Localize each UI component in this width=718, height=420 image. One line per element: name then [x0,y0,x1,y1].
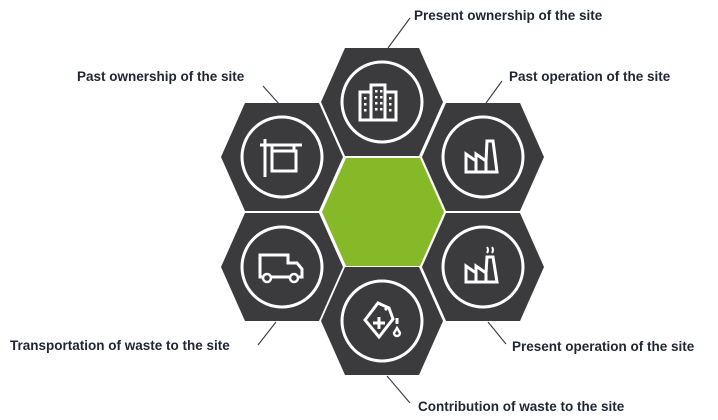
hex-present-ownership[interactable] [321,48,443,156]
label-past-ownership: Past ownership of the site [77,69,245,84]
icon-ring [441,115,525,199]
factory-smoke-icon [464,246,499,284]
hex-present-operation[interactable] [422,213,544,321]
leader-contribution-waste [386,375,411,404]
hex-transportation-waste[interactable] [221,213,343,321]
label-transportation-waste: Transportation of waste to the site [10,338,230,353]
chemical-container-icon [363,301,402,340]
hexagon-shape [422,213,544,321]
icon-ring [340,279,424,363]
factory-icon [464,139,499,174]
hexagon-shape [321,267,443,375]
icon-ring [340,60,424,144]
leader-present-operation [487,321,507,345]
hex-past-operation[interactable] [422,103,544,211]
label-present-operation: Present operation of the site [512,339,695,354]
hex-past-ownership[interactable] [221,103,343,211]
hanging-sign-icon [260,139,302,177]
hexagon-shape [221,103,343,211]
leader-past-ownership [262,85,281,106]
hex-contribution-waste[interactable] [321,267,443,375]
leader-past-operation [485,80,503,104]
icon-ring [240,115,324,199]
center-hexagon [322,158,444,266]
label-present-ownership: Present ownership of the site [414,8,603,23]
office-buildings-icon [358,83,398,122]
leader-present-ownership [387,17,411,49]
leader-transportation-waste [257,321,277,346]
icon-ring [441,225,525,309]
icon-ring [240,225,324,309]
hexagon-shape [221,213,343,321]
hexagon-shape [422,103,544,211]
label-contribution-waste: Contribution of waste to the site [418,399,625,414]
label-past-operation: Past operation of the site [509,69,671,84]
truck-icon [258,253,304,284]
